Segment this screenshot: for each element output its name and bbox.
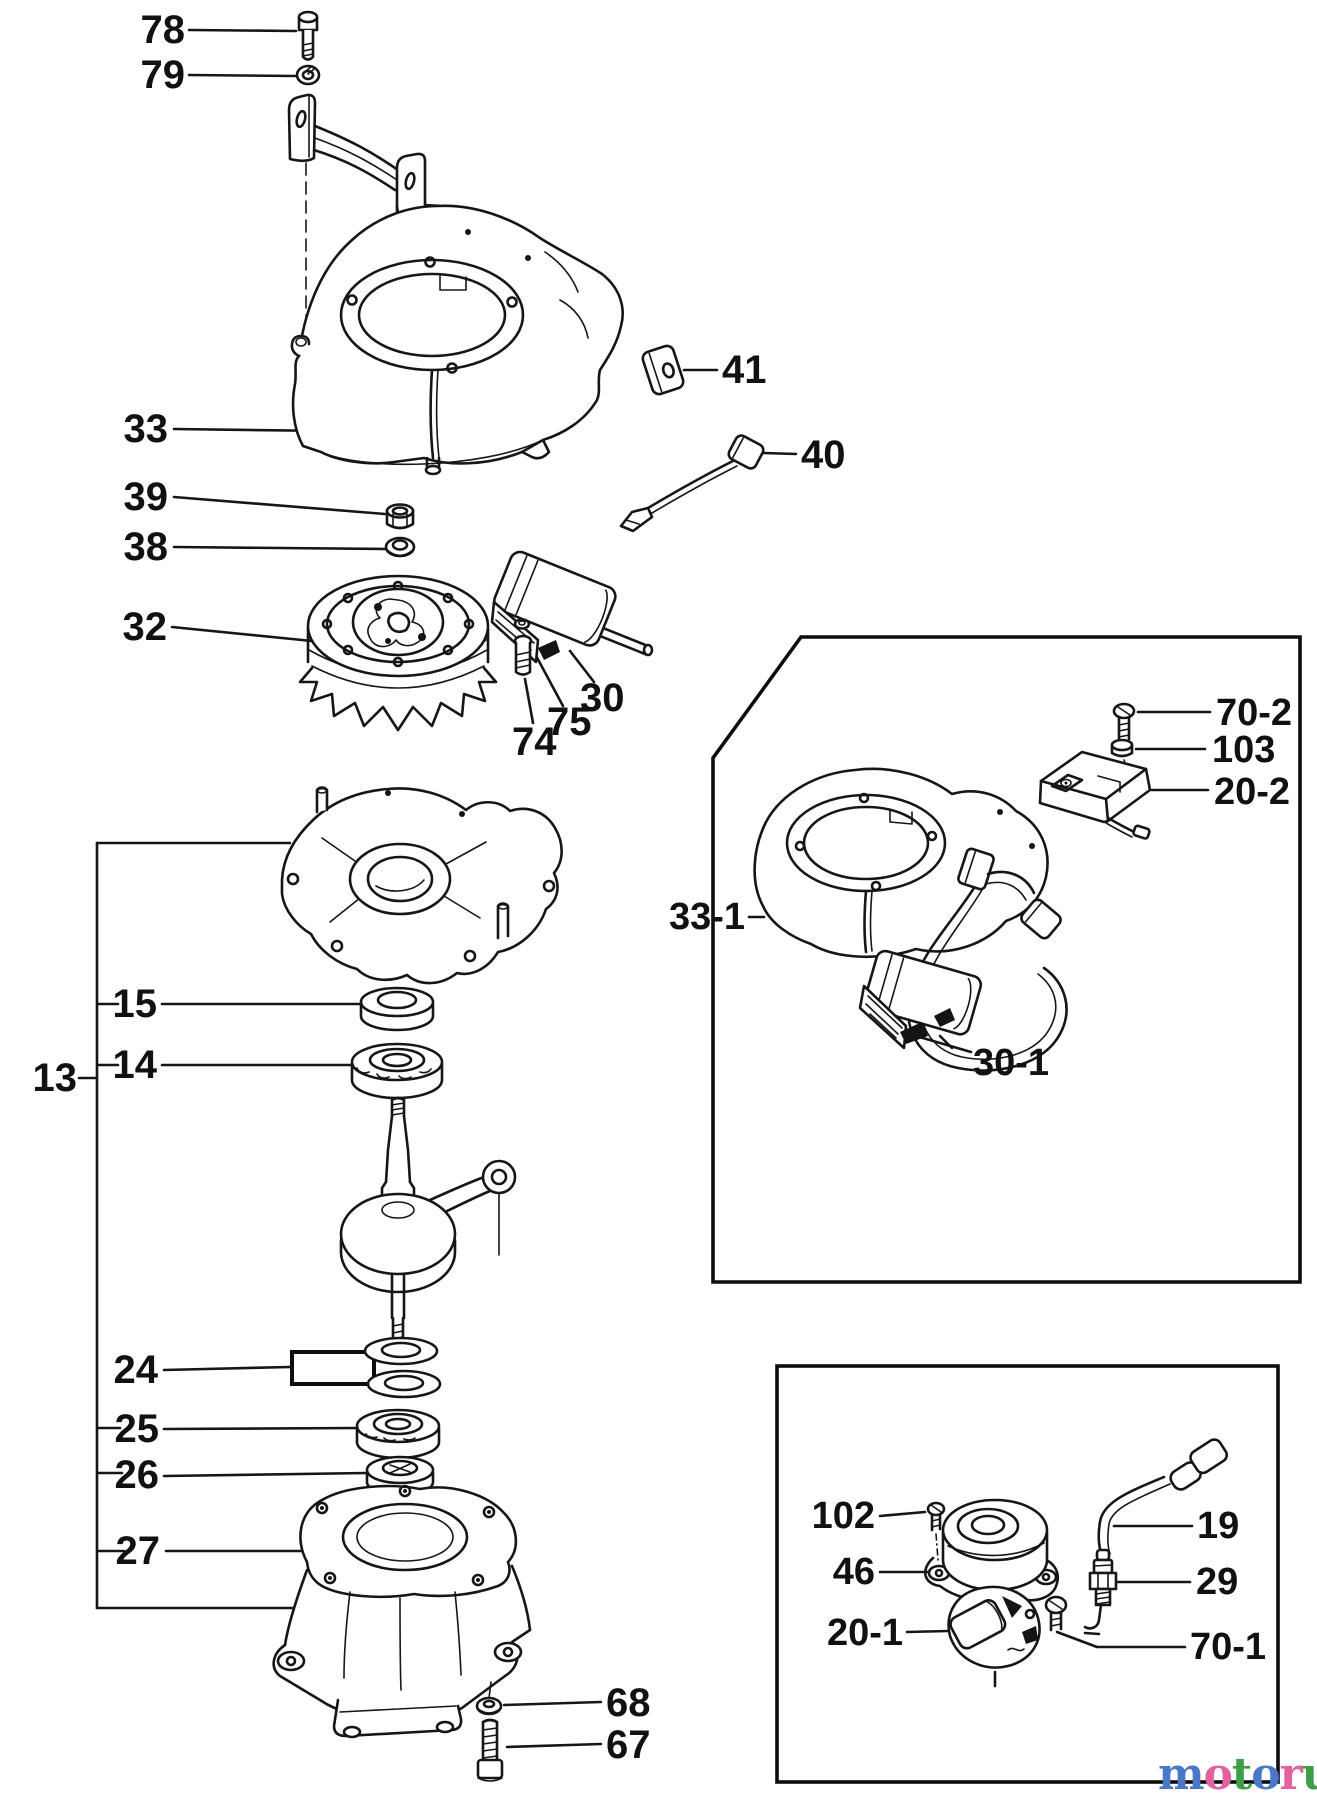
label-25: 25: [115, 1407, 160, 1451]
label-68: 68: [606, 1681, 651, 1725]
bolt-78: [297, 10, 319, 61]
screw-70-1: [1044, 1595, 1068, 1632]
label-27: 27: [116, 1529, 161, 1573]
label-102: 102: [812, 1495, 875, 1537]
flywheel-nut-39: [385, 503, 415, 530]
screw-102: [926, 1501, 946, 1561]
group-13-bracket: [77, 841, 294, 1610]
watermark-letter: o: [1251, 1749, 1279, 1800]
ignition-coil-30-1: [858, 949, 983, 1050]
detail-box-points-ignition: [775, 1364, 1280, 1784]
lead-wire-19: [1097, 1438, 1229, 1558]
flywheel-32: [298, 574, 498, 732]
label-30: 30: [580, 676, 625, 720]
washer-set-24: [290, 1336, 442, 1399]
label-79: 79: [141, 53, 186, 97]
lock-washer-79: [295, 64, 321, 86]
washer-38: [384, 536, 416, 558]
watermark-letter: r: [1280, 1749, 1304, 1800]
washer-68: [475, 1681, 503, 1716]
label-74: 74: [512, 720, 557, 764]
label-67: 67: [606, 1723, 651, 1767]
label-70-2: 70-2: [1216, 692, 1292, 734]
label-26: 26: [115, 1453, 160, 1497]
exciter-coil-46: [923, 1498, 1060, 1603]
label-78: 78: [141, 8, 186, 52]
detail-box-electronic-ignition: [711, 635, 1302, 1284]
label-13: 13: [33, 1056, 78, 1100]
label-15: 15: [113, 982, 158, 1026]
fan-housing-33: [290, 204, 624, 476]
ball-bearing-25: [355, 1408, 441, 1460]
watermark-letter: u: [1302, 1749, 1317, 1800]
label-33: 33: [124, 407, 169, 451]
label-32: 32: [123, 605, 168, 649]
bolt-67: [476, 1718, 504, 1782]
ignition-coil-30: [490, 550, 654, 664]
watermark-letter: o: [1204, 1749, 1232, 1800]
label-70-1: 70-1: [1190, 1626, 1266, 1668]
label-38: 38: [124, 525, 169, 569]
watermark-letter: t: [1232, 1749, 1253, 1800]
bolt-74: [513, 634, 533, 676]
label-29: 29: [1196, 1561, 1238, 1603]
label-33-1: 33-1: [669, 896, 745, 938]
label-20-2: 20-2: [1214, 771, 1290, 813]
watermark: motoruf.de: [1158, 1749, 1317, 1800]
label-20-1: 20-1: [827, 1612, 903, 1654]
label-19: 19: [1197, 1505, 1239, 1547]
grommet-41: [641, 344, 685, 396]
label-39: 39: [124, 475, 169, 519]
screw-70-2: [1112, 702, 1136, 742]
svg-text:motoruf.de: motoruf.de: [1158, 1749, 1317, 1800]
label-14: 14: [113, 1043, 158, 1087]
ball-bearing-14: [350, 1042, 444, 1100]
label-30-1: 30-1: [973, 1042, 1049, 1084]
spark-plug-29: [1083, 1548, 1118, 1636]
oil-seal-15: [359, 986, 435, 1032]
label-75: 75: [547, 700, 592, 744]
cdi-module-20-2: [1038, 750, 1152, 840]
label-103: 103: [1212, 729, 1275, 771]
fan-housing-33-1: [753, 767, 1068, 1072]
label-46: 46: [833, 1551, 875, 1593]
stop-switch-wire-40: [619, 434, 765, 533]
watermark-letter: m: [1158, 1749, 1204, 1800]
backplate: [280, 786, 563, 985]
crankshaft: [339, 1096, 517, 1344]
label-24: 24: [114, 1348, 159, 1392]
label-41: 41: [722, 348, 767, 392]
crankcase-27: [272, 1484, 532, 1739]
points-assembly-20-1: [947, 1585, 1041, 1688]
part-labels: 78 79 33 41 40 39 38 32 30 75 74 70-2 10…: [33, 8, 1293, 1767]
washer-75: [513, 618, 531, 630]
label-40: 40: [801, 433, 846, 477]
